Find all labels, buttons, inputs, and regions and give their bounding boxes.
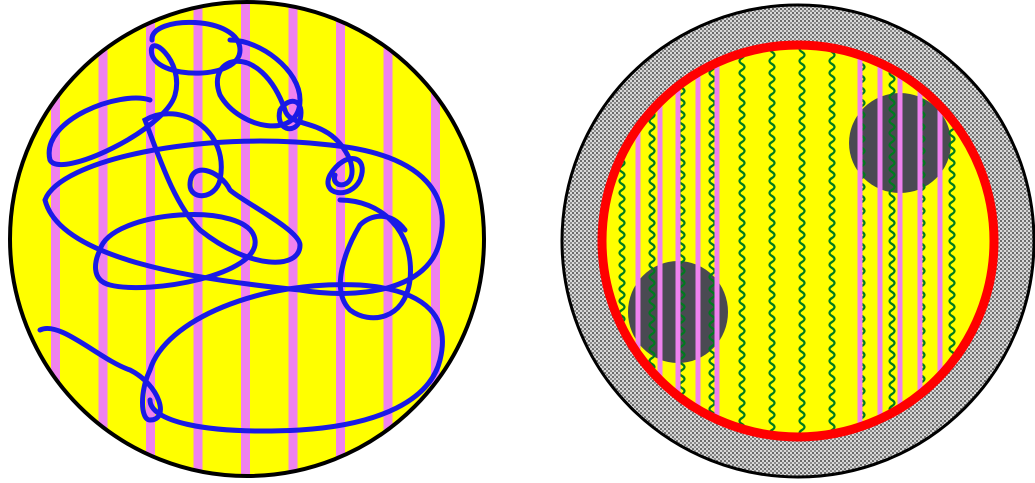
stripe [715, 40, 720, 440]
stripe [51, 0, 60, 483]
stripe [858, 40, 863, 440]
stripe [898, 40, 903, 440]
stripe [878, 40, 883, 440]
stripe [676, 40, 681, 440]
stripe [696, 40, 701, 440]
stripe [241, 0, 250, 483]
left-circle-diagram [10, 0, 484, 483]
stripe [336, 0, 345, 483]
stripe [918, 40, 923, 440]
right-circle-diagram [562, 5, 1034, 477]
